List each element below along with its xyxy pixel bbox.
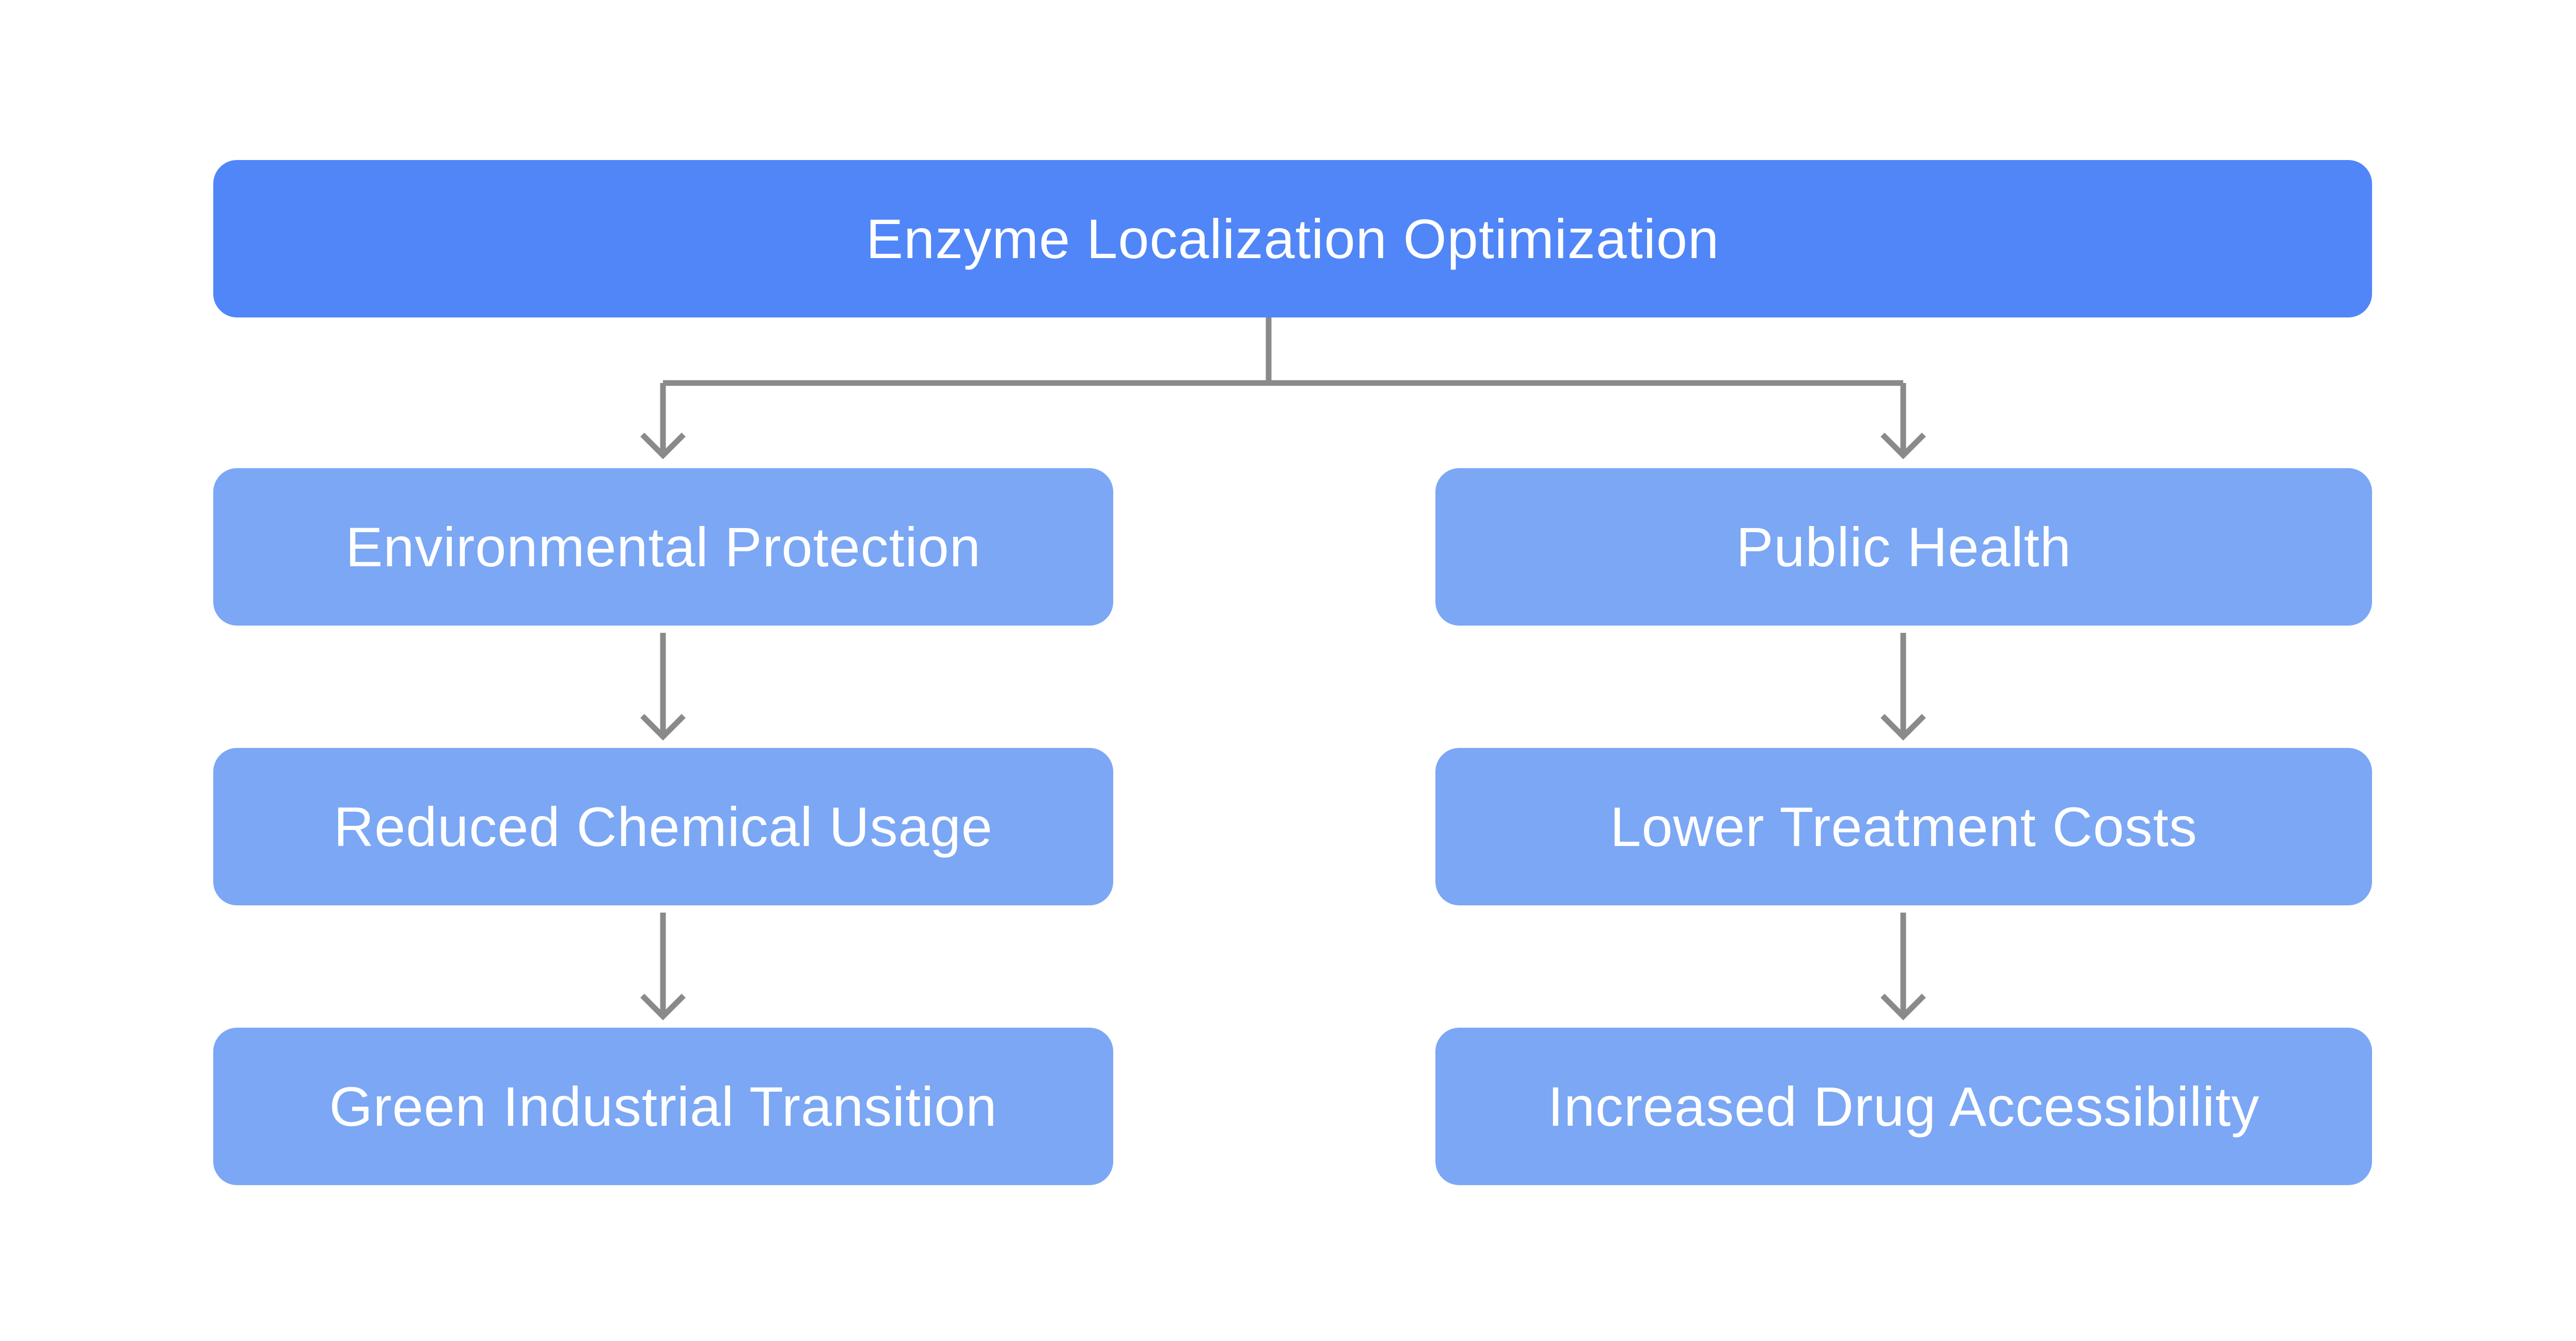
- node-environmental-protection: Environmental Protection: [213, 468, 1113, 626]
- node-label: Lower Treatment Costs: [1610, 795, 2198, 858]
- root-node-label: Enzyme Localization Optimization: [866, 207, 1719, 270]
- node-reduced-chemical-usage: Reduced Chemical Usage: [213, 748, 1113, 905]
- arrowhead-green-industrial-transition: [640, 994, 686, 1020]
- arrowhead-increased-drug-accessibility: [1880, 994, 1926, 1020]
- node-public-health: Public Health: [1435, 468, 2372, 626]
- arrowhead-lower-treatment-costs: [1880, 714, 1926, 741]
- node-lower-treatment-costs: Lower Treatment Costs: [1435, 748, 2372, 905]
- node-label: Green Industrial Transition: [329, 1075, 998, 1138]
- node-green-industrial-transition: Green Industrial Transition: [213, 1028, 1113, 1185]
- root-node: Enzyme Localization Optimization: [213, 160, 2372, 317]
- arrowhead-environmental-protection: [640, 433, 686, 459]
- arrowhead-public-health: [1880, 433, 1926, 459]
- node-label: Reduced Chemical Usage: [334, 795, 993, 858]
- arrowhead-reduced-chemical-usage: [640, 714, 686, 741]
- node-label: Public Health: [1736, 516, 2072, 578]
- node-increased-drug-accessibility: Increased Drug Accessibility: [1435, 1028, 2372, 1185]
- node-label: Increased Drug Accessibility: [1547, 1075, 2260, 1138]
- node-label: Environmental Protection: [345, 516, 981, 578]
